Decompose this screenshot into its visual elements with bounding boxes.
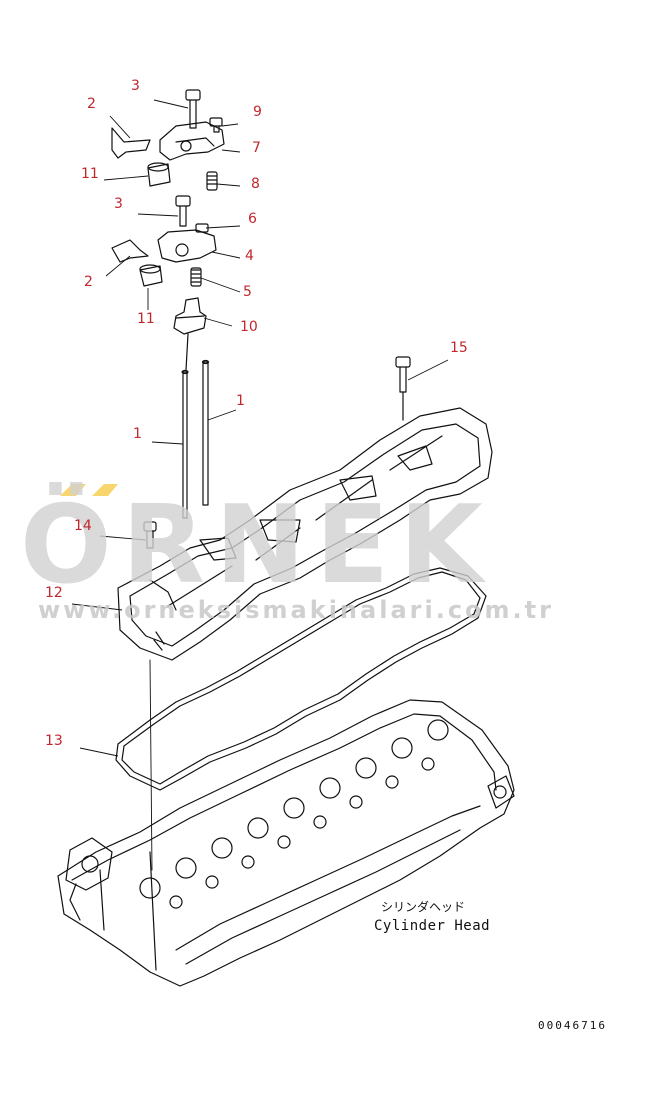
callout-1b: 1 bbox=[133, 426, 142, 442]
rocker-arm-assembly-upper bbox=[111, 89, 225, 191]
callout-2b: 2 bbox=[84, 274, 93, 290]
callout-4: 4 bbox=[245, 248, 254, 264]
gasket bbox=[115, 567, 487, 791]
callout-13: 13 bbox=[45, 733, 63, 749]
push-rods bbox=[181, 333, 210, 519]
callout-15: 15 bbox=[450, 340, 468, 356]
cylinder-head-block bbox=[57, 659, 515, 987]
callout-7: 7 bbox=[252, 140, 261, 156]
callout-9: 9 bbox=[253, 104, 262, 120]
rocker-housing bbox=[117, 407, 493, 661]
watermark-accent bbox=[60, 484, 118, 496]
cylinder-head-label-japanese: シリンダヘッド bbox=[381, 900, 466, 914]
drawing-code: 00046716 bbox=[538, 1019, 607, 1032]
bolt-15 bbox=[395, 356, 411, 421]
callout-6: 6 bbox=[248, 211, 257, 227]
callout-1a: 1 bbox=[236, 393, 245, 409]
callout-5: 5 bbox=[243, 284, 252, 300]
bolt-14 bbox=[143, 521, 157, 549]
callout-10: 10 bbox=[240, 319, 258, 335]
callout-3a: 3 bbox=[131, 78, 140, 94]
callout-2a: 2 bbox=[87, 96, 96, 112]
callout-11a: 11 bbox=[81, 166, 99, 182]
callout-3b: 3 bbox=[114, 196, 123, 212]
rocker-arm-assembly-lower bbox=[111, 195, 217, 335]
leader-lines bbox=[71, 99, 449, 757]
callout-11b: 11 bbox=[137, 311, 155, 327]
watermark-url: www.orneksismakinalari.com.tr bbox=[38, 596, 554, 624]
callout-8: 8 bbox=[251, 176, 260, 192]
cylinder-head-label-english: Cylinder Head bbox=[374, 918, 491, 934]
watermark-brand: ÖRNEK bbox=[20, 483, 493, 608]
callout-14: 14 bbox=[74, 518, 92, 534]
callout-12: 12 bbox=[45, 585, 63, 601]
